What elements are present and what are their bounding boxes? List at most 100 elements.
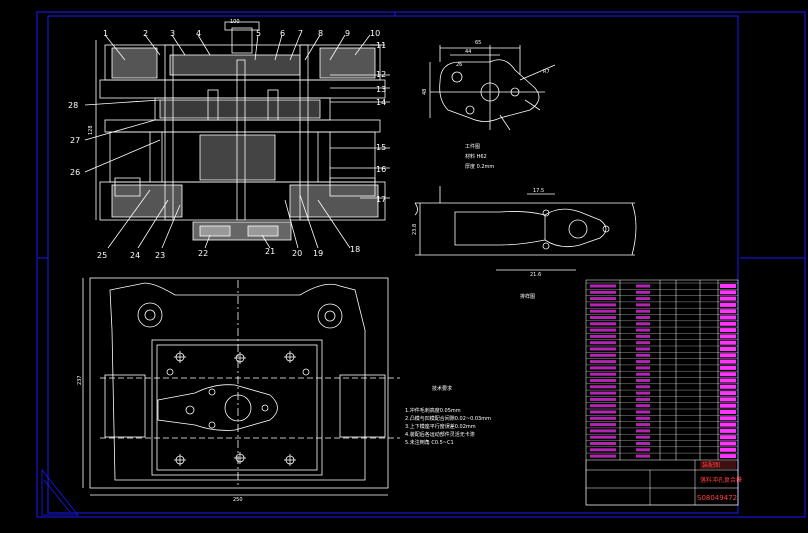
- title-text: 装配图 落料冲孔复合模 S08049472: [697, 461, 742, 502]
- bom-row-text: [636, 366, 650, 370]
- svg-text:23.8: 23.8: [412, 224, 418, 235]
- label-19: 19: [313, 249, 323, 258]
- bom-row-text: [590, 448, 616, 452]
- part-drawing: [429, 45, 556, 131]
- bom-row-text: [590, 391, 616, 395]
- svg-text:17.5: 17.5: [533, 188, 544, 194]
- bom-row-mark: [720, 315, 736, 320]
- label-9: 9: [345, 29, 350, 38]
- svg-text:26: 26: [456, 62, 462, 68]
- label-28: 28: [68, 101, 78, 110]
- svg-text:48: 48: [422, 89, 428, 95]
- part-number-labels: 28 27 26 25 24 23 22 21 20 19 18 17 16 1…: [68, 19, 386, 260]
- bom-row-mark: [720, 447, 736, 452]
- label-21: 21: [265, 247, 275, 256]
- bom-row-text: [590, 423, 616, 427]
- bom-row-text: [636, 404, 650, 408]
- inner-frame: [47, 15, 739, 514]
- bom-row-text: [636, 442, 650, 445]
- bom-row-text: [636, 423, 650, 427]
- label-20: 20: [292, 249, 302, 258]
- svg-text:2.凸模与凹模配合间隙0.02~0.03mm: 2.凸模与凹模配合间隙0.02~0.03mm: [405, 415, 491, 422]
- dim-side-height: 128: [88, 125, 94, 135]
- bom-row-text: [590, 347, 616, 351]
- dim-top: 100: [230, 19, 240, 25]
- plan-dims: 250 237: [77, 375, 243, 503]
- bom-row-text: [590, 284, 616, 288]
- bom-row-text: [636, 303, 650, 307]
- bom-rows: [586, 282, 738, 459]
- label-23: 23: [155, 251, 165, 260]
- svg-text:65: 65: [475, 40, 481, 46]
- bom-row-text: [590, 454, 616, 458]
- bom-row-text: [636, 454, 650, 458]
- label-17: 17: [376, 195, 386, 204]
- bom-row-mark: [720, 428, 736, 433]
- bom-row-text: [590, 316, 616, 319]
- label-2: 2: [143, 29, 148, 38]
- svg-text:237: 237: [77, 375, 83, 385]
- bom-row-text: [636, 429, 650, 433]
- bom-row-text: [590, 322, 616, 326]
- bom-row-mark: [720, 454, 736, 459]
- label-8: 8: [318, 29, 323, 38]
- drawing-number: S08049472: [697, 494, 737, 502]
- bom-row-mark: [720, 296, 736, 301]
- bom-row-mark: [720, 384, 736, 389]
- bom-row-mark: [720, 435, 736, 440]
- bom-row-text: [590, 290, 616, 294]
- bom-row-mark: [720, 340, 736, 345]
- label-16: 16: [376, 165, 386, 174]
- part-dims: 65 44 26 48 R7 工件图 材料 H62 厚度 0.2mm: [422, 40, 550, 170]
- strip-dims: 23.8 21.6 17.5 排样图: [412, 188, 544, 300]
- bom-row-text: [590, 385, 616, 389]
- bom-row-text: [590, 341, 616, 345]
- bom-row-text: [590, 416, 616, 420]
- title-name: 落料冲孔复合模: [700, 476, 742, 484]
- bom-row-mark: [720, 347, 736, 351]
- bom-row-mark: [720, 334, 736, 339]
- bom-row-mark: [720, 328, 736, 333]
- label-25: 25: [97, 251, 107, 260]
- bom-row-text: [636, 309, 650, 313]
- bom-row-mark: [720, 321, 736, 326]
- corner-marks: [41, 468, 79, 516]
- bom-row-mark: [720, 309, 736, 314]
- bom-row-text: [590, 309, 616, 313]
- tech-requirements: 技术要求 1.冲件毛刺高度0.05mm 2.凸模与凹模配合间隙0.02~0.03…: [405, 385, 491, 446]
- bom-row-text: [590, 379, 616, 382]
- label-18: 18: [350, 245, 360, 254]
- bom-row-mark: [720, 410, 736, 414]
- label-1: 1: [103, 29, 108, 38]
- title-school: 装配图: [702, 461, 720, 469]
- bom-row-text: [636, 284, 650, 288]
- label-10: 10: [370, 29, 380, 38]
- bom-row-text: [636, 448, 650, 452]
- svg-text:R7: R7: [543, 69, 550, 75]
- strip-layout: [414, 186, 637, 271]
- part-label-1: 工件图: [465, 143, 480, 150]
- bom-row-text: [590, 410, 616, 414]
- bom-row-text: [636, 353, 650, 357]
- bom-row-mark: [720, 372, 736, 377]
- bom-row-text: [590, 429, 616, 433]
- label-27: 27: [70, 136, 80, 145]
- bom-row-text: [636, 334, 650, 338]
- bom-row-mark: [720, 353, 736, 358]
- bom-row-text: [590, 334, 616, 338]
- part-label-3: 厚度 0.2mm: [465, 163, 494, 170]
- bom-row-text: [590, 372, 616, 376]
- bom-row-text: [590, 328, 616, 332]
- bom-row-text: [636, 410, 650, 414]
- svg-text:250: 250: [233, 497, 243, 503]
- plan-view: [82, 277, 400, 496]
- label-5: 5: [256, 29, 261, 38]
- bom-row-text: [636, 416, 650, 420]
- strip-label: 排样图: [520, 293, 535, 300]
- bom-row-text: [590, 303, 616, 307]
- section-view: [84, 21, 390, 249]
- bom-row-mark: [720, 302, 736, 307]
- bom-row-text: [636, 322, 650, 326]
- title-block: [585, 459, 739, 506]
